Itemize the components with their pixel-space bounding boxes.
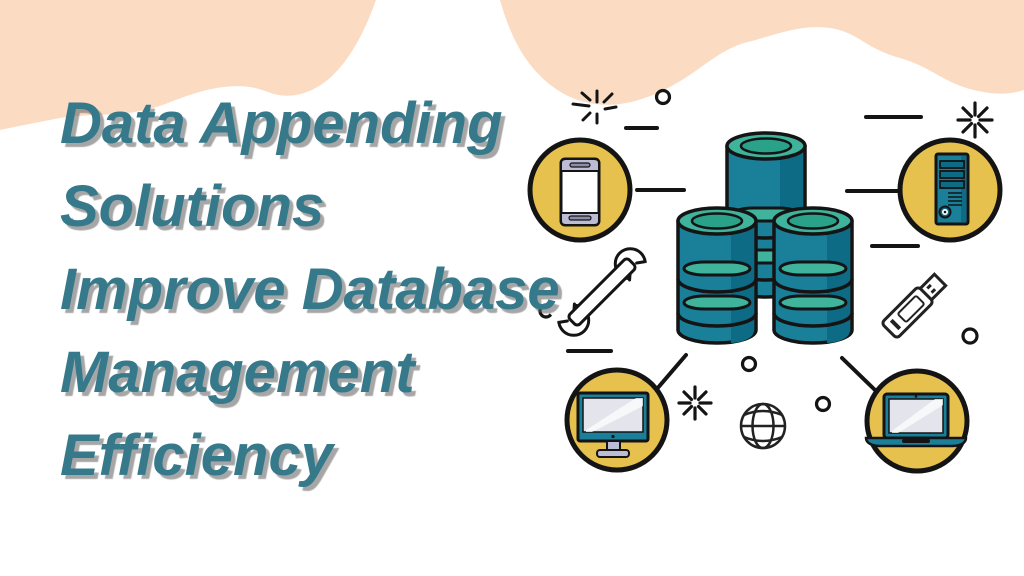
title-line: Improve Database [60,257,560,322]
database-stack-icon [676,131,854,345]
desktop-monitor-icon [576,391,650,458]
globe-icon [739,402,787,450]
usb-drive-icon [881,272,948,339]
background-blob-left [0,0,376,130]
background-blob-right [500,0,1024,105]
wrench-icon [546,247,658,337]
dot-icon [740,355,758,373]
sparkle-icon [956,101,994,139]
dot-icon [961,327,979,345]
laptop-icon [864,392,968,448]
dot-icon [814,395,832,413]
dot-icon [654,88,672,106]
decor-dots [538,88,979,413]
smartphone-icon [559,157,601,227]
server-badge [897,137,1003,243]
title-line: Efficiency [60,423,333,488]
sparkle-icon [677,385,713,421]
connector-line [840,356,877,392]
laptop-badge [864,368,970,474]
server-tower-icon [934,152,970,226]
monitor-badge [564,367,670,473]
smartphone-badge [527,137,633,243]
sparkle-icon [571,89,618,125]
title-line: Management [60,340,415,405]
title-line: Solutions [60,174,325,239]
banner-title: Data Appending Solutions Improve Databas… [60,82,560,497]
title-line: Data Appending [60,91,503,156]
